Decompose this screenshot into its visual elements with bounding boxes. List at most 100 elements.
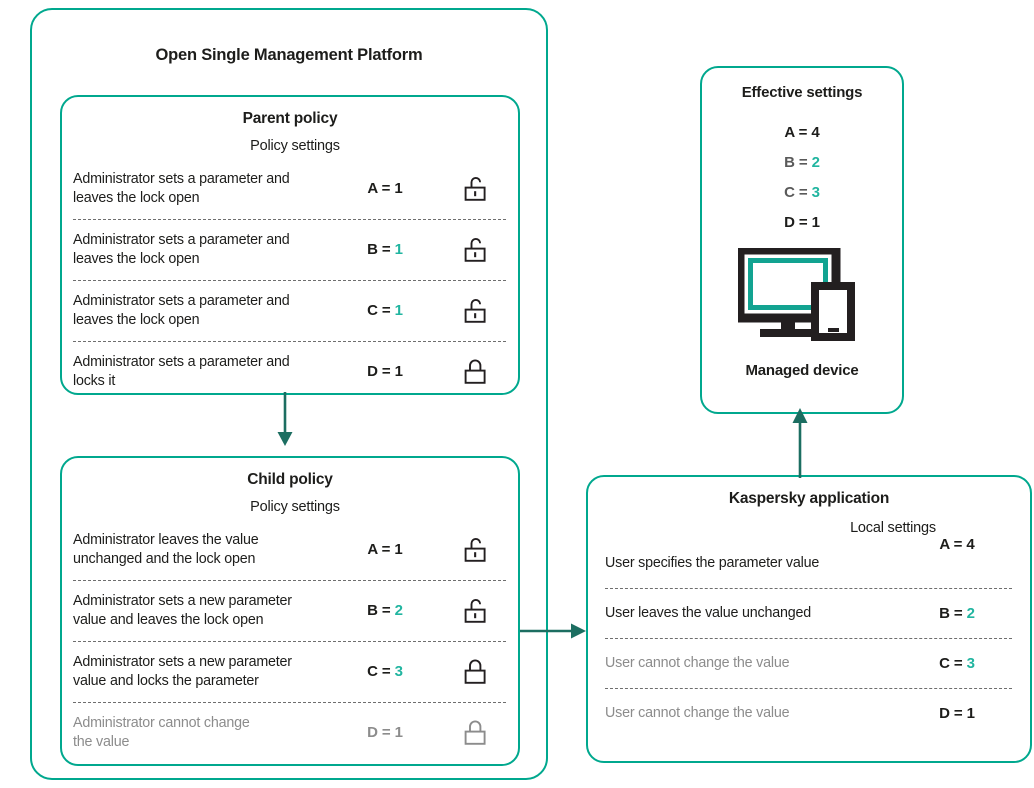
local-setting-row: User leaves the value unchanged B = 2 <box>588 588 1030 638</box>
local-row-value: A = 4 <box>902 536 1012 553</box>
setting-value: 3 <box>811 184 820 201</box>
local-row-description: User cannot change the value <box>605 655 790 671</box>
policy-row-lock[interactable] <box>445 175 506 202</box>
setting-param: A <box>784 124 795 141</box>
policy-row-value: B = 2 <box>325 602 445 619</box>
managed-device-label: Managed device <box>745 362 859 379</box>
policy-row-value: B = 1 <box>325 241 445 258</box>
policy-setting-row: Administrator cannot change the value D =… <box>62 702 518 763</box>
setting-equals: = <box>949 654 967 672</box>
setting-param: C <box>939 654 950 672</box>
setting-param: A <box>367 541 378 558</box>
local-row-value: D = 1 <box>902 705 1012 722</box>
policy-row-lock[interactable] <box>445 597 506 624</box>
local-row-value: B = 2 <box>902 605 1012 622</box>
policy-setting-row: Administrator sets a new parameter value… <box>62 580 518 641</box>
setting-value: 3 <box>394 663 403 680</box>
policy-row-description: Administrator sets a parameter and leave… <box>73 292 290 328</box>
policy-row-lock[interactable] <box>445 536 506 563</box>
setting-equals: = <box>377 241 395 258</box>
parent-policy-title: Parent policy <box>242 110 338 127</box>
setting-value: 3 <box>966 654 975 672</box>
setting-value: 1 <box>811 214 820 231</box>
child-policy-rows: Administrator leaves the value unchanged… <box>62 519 518 763</box>
setting-equals: = <box>377 541 395 558</box>
parent-policy-rows: Administrator sets a parameter and leave… <box>62 158 518 402</box>
local-setting-row: User cannot change the value C = 3 <box>588 638 1030 688</box>
policy-row-value: C = 3 <box>325 663 445 680</box>
policy-row-lock[interactable] <box>445 658 506 685</box>
setting-param: C <box>784 184 795 201</box>
setting-value: 1 <box>394 180 403 197</box>
child-policy-title: Child policy <box>247 471 333 488</box>
policy-row-value: D = 1 <box>325 724 445 741</box>
local-settings-label: Local settings <box>850 520 936 536</box>
setting-param: B <box>367 602 378 619</box>
policy-setting-row: Administrator sets a new parameter value… <box>62 641 518 702</box>
policy-setting-row: Administrator sets a parameter and leave… <box>62 280 518 341</box>
setting-equals: = <box>377 180 395 197</box>
local-row-description: User leaves the value unchanged <box>605 605 812 621</box>
policy-row-lock[interactable] <box>445 719 506 746</box>
parent-policy-settings-label: Policy settings <box>250 138 340 154</box>
child-policy-settings-label: Policy settings <box>250 499 340 515</box>
policy-row-description: Administrator sets a parameter and leave… <box>73 170 290 206</box>
policy-setting-row: Administrator sets a parameter and leave… <box>62 219 518 280</box>
setting-param: D <box>784 214 795 231</box>
setting-value: 4 <box>966 535 975 553</box>
policy-row-value: A = 1 <box>325 541 445 558</box>
policy-setting-row: Administrator sets a parameter and leave… <box>62 158 518 219</box>
setting-equals: = <box>377 724 395 741</box>
open-single-management-platform-panel: Open Single Management Platform Parent p… <box>30 8 548 780</box>
lock-open-icon <box>464 298 486 323</box>
setting-value: 1 <box>394 363 403 380</box>
parent-policy-card: Parent policy Policy settings Administra… <box>60 95 520 395</box>
setting-param: B <box>939 604 950 622</box>
setting-value: 2 <box>394 602 403 619</box>
managed-device-icon-wrap <box>702 248 902 348</box>
policy-setting-row: Administrator sets a parameter and locks… <box>62 341 518 402</box>
setting-value: 4 <box>811 124 820 141</box>
setting-equals: = <box>949 535 967 553</box>
local-row-description: User specifies the parameter value <box>605 555 820 571</box>
lock-closed-icon <box>464 659 486 684</box>
setting-value: 1 <box>394 241 403 258</box>
setting-equals: = <box>377 302 395 319</box>
policy-row-description: Administrator leaves the value unchanged… <box>73 531 259 567</box>
policy-row-value: D = 1 <box>325 363 445 380</box>
lock-open-icon <box>464 537 486 562</box>
setting-value: 2 <box>966 604 975 622</box>
setting-equals: = <box>377 602 395 619</box>
policy-row-lock[interactable] <box>445 297 506 324</box>
setting-param: D <box>367 724 378 741</box>
managed-device-icon <box>738 248 855 341</box>
setting-equals: = <box>794 214 812 231</box>
local-row-value: C = 3 <box>902 655 1012 672</box>
setting-param: D <box>367 363 378 380</box>
policy-row-lock[interactable] <box>445 358 506 385</box>
lock-open-icon <box>464 176 486 201</box>
page-title: Open Single Management Platform <box>155 46 423 64</box>
setting-param: D <box>939 704 950 722</box>
local-setting-row: User specifies the parameter value A = 4 <box>588 536 1030 588</box>
kaspersky-application-title: Kaspersky application <box>728 490 890 507</box>
setting-value: 1 <box>394 541 403 558</box>
setting-param: C <box>367 302 378 319</box>
policy-row-value: C = 1 <box>325 302 445 319</box>
lock-open-icon <box>464 237 486 262</box>
setting-equals: = <box>794 124 812 141</box>
arrow-child-to-app <box>520 618 588 649</box>
policy-row-description: Administrator cannot change the value <box>73 714 250 750</box>
policy-row-value: A = 1 <box>325 180 445 197</box>
effective-setting-item: B = 2 <box>702 148 902 178</box>
policy-setting-row: Administrator leaves the value unchanged… <box>62 519 518 580</box>
arrow-parent-to-child <box>272 392 298 453</box>
setting-value: 1 <box>966 704 975 722</box>
policy-row-lock[interactable] <box>445 236 506 263</box>
lock-closed-icon <box>464 359 486 384</box>
setting-param: C <box>367 663 378 680</box>
